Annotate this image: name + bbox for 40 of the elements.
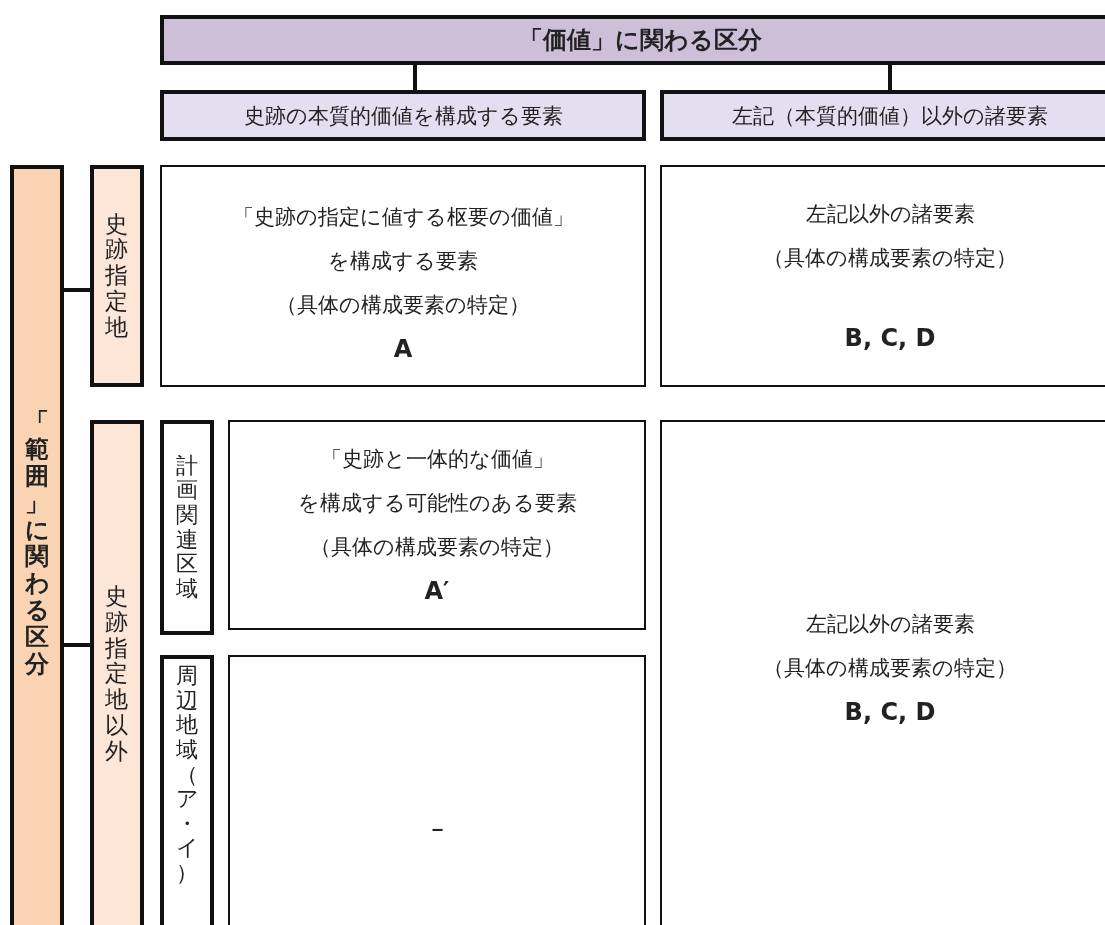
row-header (90, 420, 144, 925)
label-text: 「史跡の指定に値する枢要の価値」 (232, 204, 574, 231)
label-text: 「価値」に関わる区分 (518, 25, 762, 56)
label-text: 左記以外の諸要素 (805, 611, 975, 638)
label-text: 史跡指定地以外 (105, 584, 129, 765)
column-header (160, 90, 646, 141)
connector-line (64, 643, 90, 647)
row-header (160, 420, 214, 635)
heading-bar (160, 15, 1105, 65)
table-cell (660, 420, 1105, 925)
label-text: （具体の構成要素の特定） (310, 534, 564, 561)
table-cell (660, 165, 1105, 387)
connector-line (888, 65, 892, 90)
element-code: B, C, D (844, 323, 936, 354)
label-text: 史跡指定地 (105, 211, 129, 341)
row-header (160, 655, 214, 925)
heading-bar (10, 165, 64, 925)
connector-line (64, 288, 90, 292)
label-text: － (426, 816, 448, 843)
label-text: 計画関連区域 (175, 453, 199, 602)
label-text: （具体の構成要素の特定） (763, 655, 1017, 682)
label-text: （具体の構成要素の特定） (763, 245, 1017, 272)
label-text: 「範囲」に関わる区分 (24, 409, 50, 678)
table-cell (160, 165, 646, 387)
label-text: （具体の構成要素の特定） (276, 292, 530, 319)
element-code: A (393, 334, 413, 365)
element-code: A′ (424, 576, 450, 607)
label-text: を構成する可能性のある要素 (297, 490, 577, 517)
row-header (90, 165, 144, 387)
table-cell (228, 655, 646, 925)
connector-line (413, 65, 417, 90)
table-cell (228, 420, 646, 630)
label-text: 「史跡と一体的な価値」 (320, 446, 554, 473)
column-header (660, 90, 1105, 141)
label-text: 左記（本質的価値）以外の諸要素 (732, 102, 1048, 130)
label-text: 左記以外の諸要素 (805, 201, 975, 228)
label-text: を構成する要素 (328, 248, 478, 275)
label-text: 史跡の本質的価値を構成する要素 (243, 102, 563, 130)
element-code: B, C, D (844, 697, 936, 728)
label-text: 周辺地域（ア・イ） (175, 664, 199, 886)
